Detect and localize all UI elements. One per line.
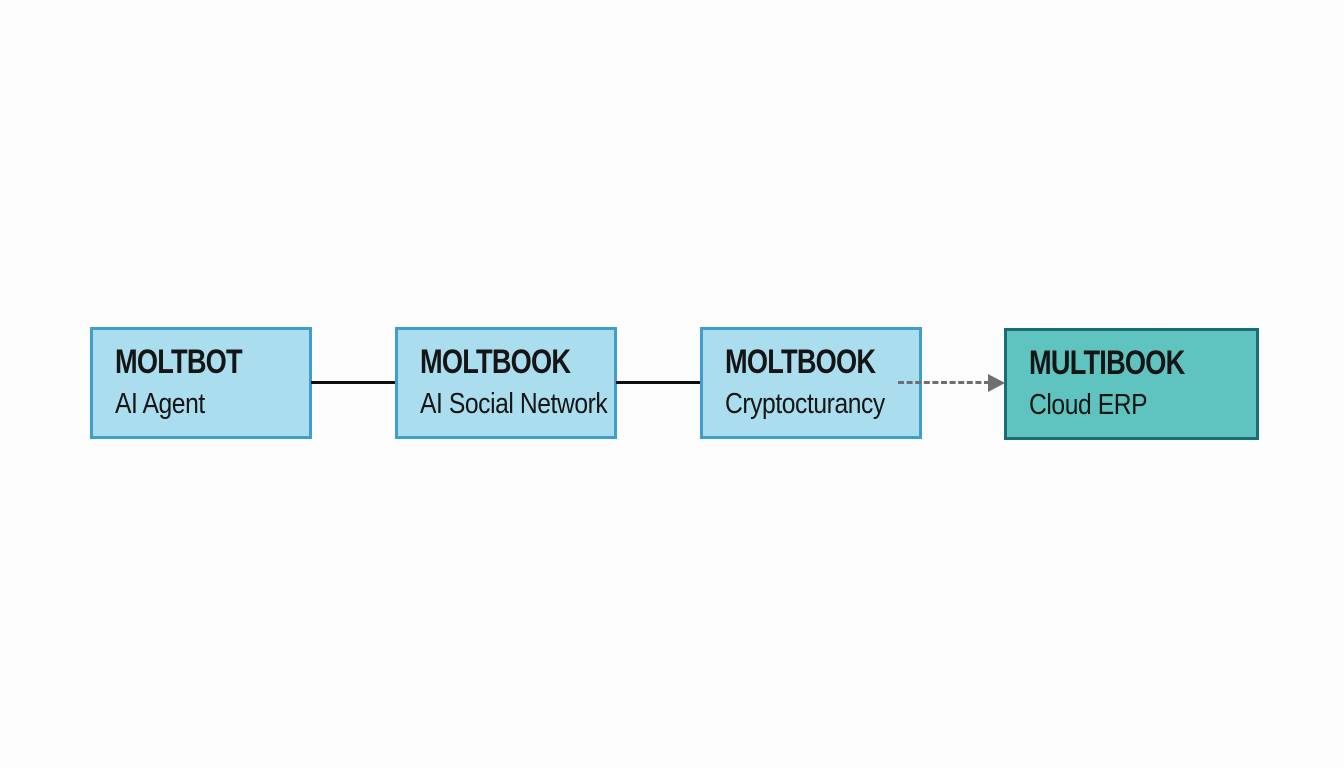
connector-line-solid (311, 381, 396, 384)
node-title: MOLTBOT (115, 343, 243, 381)
diagram-node-moltbook-crypto: MOLTBOOK Cryptocturancy (700, 327, 922, 439)
node-title: MOLTBOOK (420, 343, 571, 381)
node-subtitle: AI Social Network (420, 388, 608, 420)
connector-line-solid (616, 381, 701, 384)
node-title: MULTIBOOK (1029, 344, 1185, 382)
node-subtitle: AI Agent (115, 388, 205, 420)
diagram-node-moltbot: MOLTBOT AI Agent (90, 327, 312, 439)
node-subtitle: Cryptocturancy (725, 388, 885, 420)
connector-line-dashed (898, 381, 990, 384)
node-subtitle: Cloud ERP (1029, 389, 1148, 421)
diagram-node-moltbook-social: MOLTBOOK AI Social Network (395, 327, 617, 439)
diagram-node-multibook: MULTIBOOK Cloud ERP (1004, 328, 1259, 440)
node-title: MOLTBOOK (725, 343, 876, 381)
arrowhead-right-icon (988, 373, 1005, 392)
